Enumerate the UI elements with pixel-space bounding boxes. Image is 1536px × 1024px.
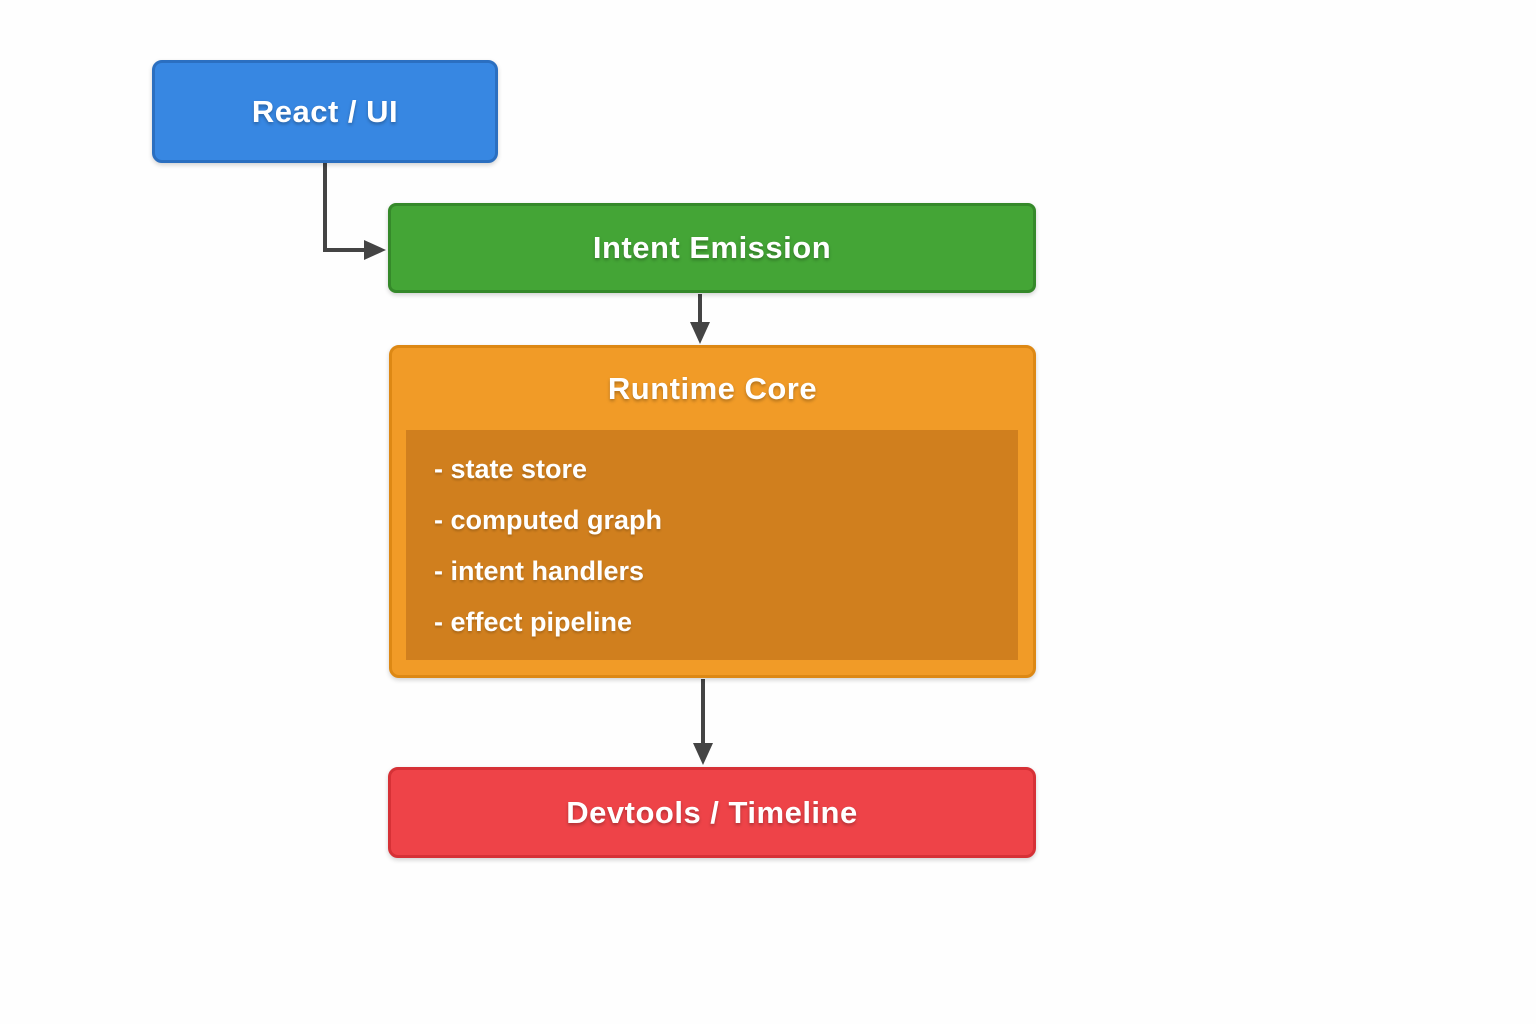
node-devtools-timeline: Devtools / Timeline — [388, 767, 1036, 858]
runtime-core-detail-panel: - state store - computed graph - intent … — [406, 430, 1018, 660]
node-react-ui: React / UI — [152, 60, 498, 163]
arrow-react-to-intent-icon — [323, 163, 386, 260]
runtime-item-intent-handlers: - intent handlers — [434, 556, 645, 586]
node-runtime-core-header: Runtime Core — [392, 348, 1033, 430]
node-runtime-core-label: Runtime Core — [607, 371, 818, 406]
node-runtime-core: Runtime Core - state store - computed gr… — [389, 345, 1036, 678]
node-intent-emission: Intent Emission — [388, 203, 1036, 293]
runtime-item-computed-graph: - computed graph — [434, 505, 662, 535]
node-intent-emission-label: Intent Emission — [592, 230, 832, 265]
node-react-ui-label: React / UI — [251, 93, 399, 129]
node-devtools-timeline-label: Devtools / Timeline — [566, 794, 858, 830]
runtime-item-state-store: - state store — [434, 454, 588, 484]
runtime-item-effect-pipeline: - effect pipeline — [434, 607, 633, 637]
